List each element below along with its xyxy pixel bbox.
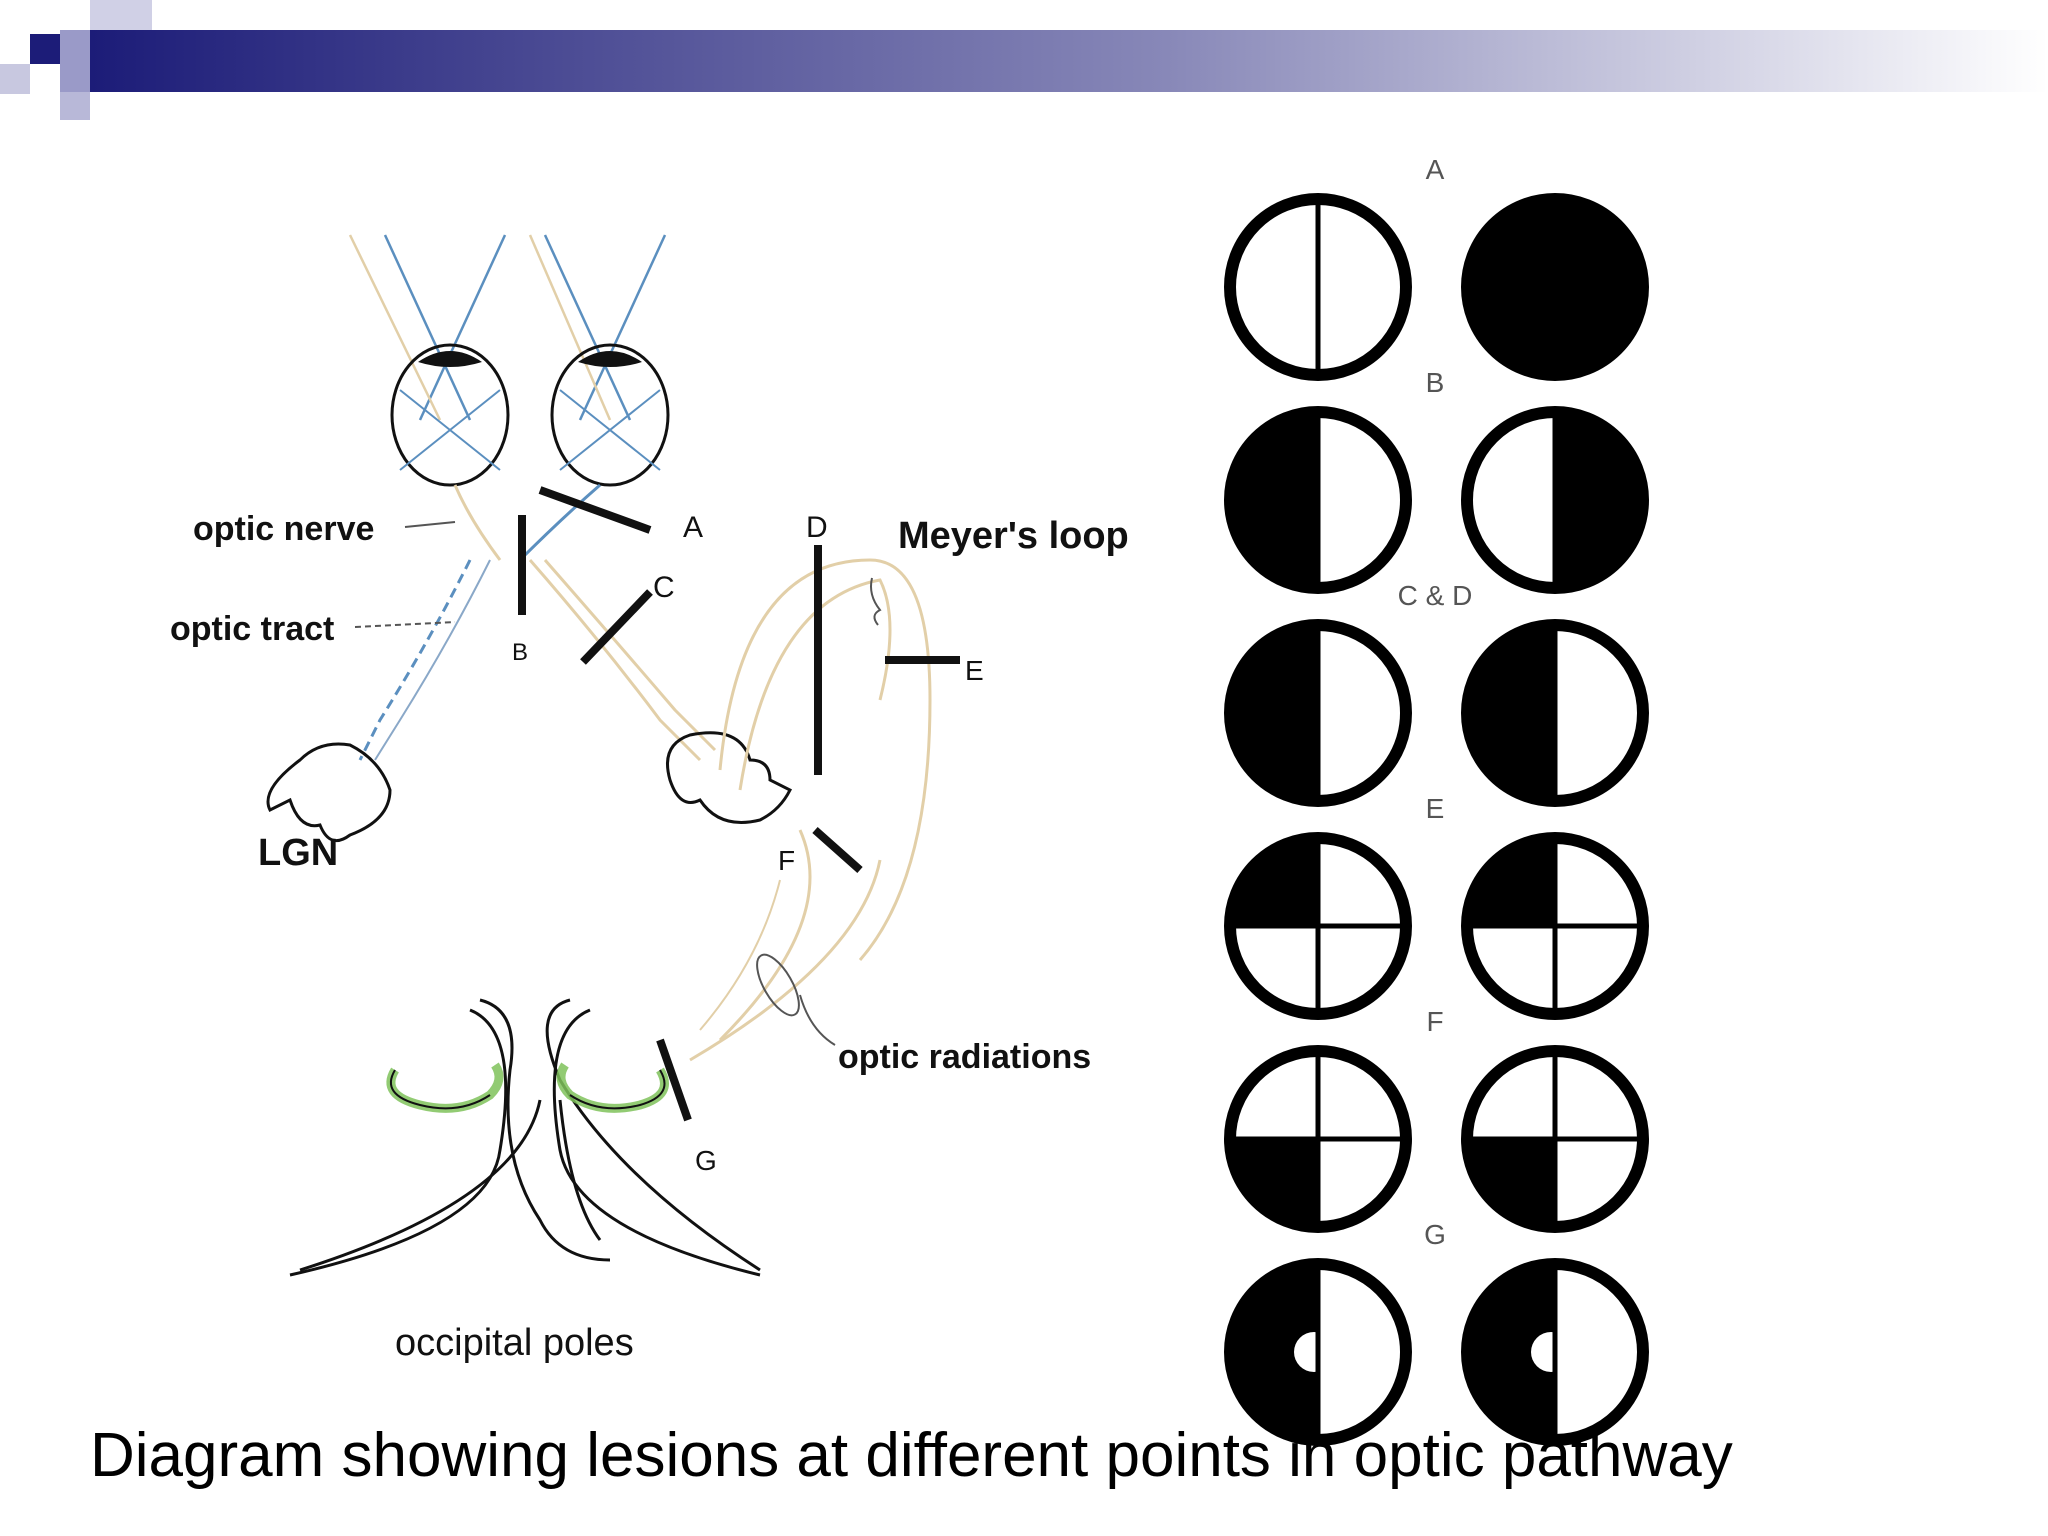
left-optic-tract [358, 559, 472, 761]
left-optic-tract-2 [374, 559, 491, 761]
meyers-loop-inner [738, 578, 892, 791]
field-circle-right-3 [1461, 832, 1649, 1020]
optic-radiation-mid [699, 879, 781, 1031]
optic-radiation-lower [689, 859, 882, 1062]
visual-ray-blue [578, 234, 667, 421]
meyers-loop-pointer [870, 577, 882, 626]
header-square-mid [60, 30, 90, 92]
lesion-label-e: E [965, 655, 984, 686]
left-eye-lens [418, 351, 482, 367]
visual-field-defects: A B C & D E F G [1224, 154, 1649, 1446]
occipital-left-sulcus [289, 1008, 508, 1277]
header-square-light [60, 92, 90, 120]
right-optic-tract-2 [543, 559, 717, 752]
right-eye [550, 343, 670, 487]
lesion-label-g: G [695, 1145, 717, 1176]
field-circle-left-1 [1224, 406, 1412, 594]
macular-sparing [1531, 1332, 1571, 1372]
field-row-label: B [1426, 367, 1445, 398]
label-optic-nerve: optic nerve [193, 510, 374, 548]
visual-ray-tan [348, 234, 442, 421]
field-row-label: G [1424, 1219, 1446, 1250]
lesion-c-mark [580, 589, 653, 665]
right-lgn [666, 731, 793, 824]
lesion-f-mark [812, 827, 863, 873]
optic-tract-pointer [354, 621, 456, 628]
field-circle-left-3 [1224, 832, 1412, 1020]
lesion-label-b: B [512, 639, 528, 666]
label-occipital-poles: occipital poles [395, 1322, 634, 1364]
lesion-label-a: A [683, 511, 703, 544]
macular-sparing [1294, 1332, 1334, 1372]
field-circle-right-2 [1461, 619, 1649, 807]
left-optic-nerve-path [453, 484, 502, 561]
occipital-left-hemisphere [299, 998, 611, 1272]
lesion-label-f: F [778, 845, 795, 876]
slide-header-bar [0, 0, 2048, 120]
optic-radiation-upper [718, 829, 812, 1042]
meyers-loop [718, 558, 932, 961]
label-optic-radiations: optic radiations [838, 1038, 1091, 1076]
occipital-right-calcarine-outline [569, 1069, 666, 1110]
occipital-left-calcarine-outline [389, 1069, 491, 1110]
lesion-a-mark [538, 486, 652, 534]
field-row-label: E [1426, 793, 1445, 824]
field-circle-right-1 [1461, 406, 1649, 594]
field-row-label: C & D [1398, 580, 1473, 611]
label-lgn: LGN [258, 832, 338, 874]
label-optic-tract: optic tract [170, 610, 334, 648]
occipital-right-hemisphere [545, 998, 761, 1272]
field-circle-right-4 [1461, 1045, 1649, 1233]
field-blind-area [1467, 199, 1643, 375]
field-blind-area [1230, 625, 1318, 801]
field-row-label: F [1426, 1006, 1443, 1037]
visual-ray-blue [543, 234, 632, 421]
visual-ray-tan [528, 234, 612, 421]
field-blind-area [1467, 625, 1555, 801]
left-eye-inner-rays [399, 389, 501, 471]
lesion-label-c: C [653, 571, 675, 604]
field-outline [1461, 193, 1649, 381]
field-blind-area [1230, 1264, 1318, 1440]
lesion-label-d: D [806, 511, 828, 544]
field-blind-area [1467, 1139, 1555, 1227]
field-circle-left-0 [1224, 193, 1412, 381]
radiations-pointer [799, 994, 836, 1046]
pathway-anatomy: optic nerve optic tract LGN Meyer's loop… [170, 234, 1129, 1364]
header-square-dark [30, 34, 60, 64]
slide-caption: Diagram showing lesions at different poi… [90, 1421, 1733, 1490]
field-blind-area [1467, 838, 1555, 926]
field-circle-right-5 [1461, 1258, 1649, 1446]
optic-nerve-pointer [404, 521, 456, 528]
field-circle-left-2 [1224, 619, 1412, 807]
occipital-right-sulcus [552, 1008, 761, 1277]
field-circle-right-0 [1461, 193, 1649, 381]
field-blind-area [1230, 838, 1318, 926]
header-gradient [90, 30, 2048, 92]
label-meyers-loop: Meyer's loop [898, 515, 1129, 557]
field-blind-area [1230, 412, 1318, 588]
header-square-light [0, 64, 30, 94]
left-eye [390, 343, 510, 487]
right-eye-inner-rays [559, 389, 661, 471]
right-eye-lens [578, 351, 642, 367]
visual-ray-blue [418, 234, 507, 421]
field-blind-area [1467, 1264, 1555, 1440]
header-square-light [90, 0, 152, 30]
field-circle-left-4 [1224, 1045, 1412, 1233]
field-circle-left-5 [1224, 1258, 1412, 1446]
visual-ray-blue [383, 234, 472, 421]
lesion-g-mark [656, 1038, 692, 1122]
field-row-label: A [1426, 154, 1445, 185]
radiation-cross-section [756, 953, 800, 1017]
right-optic-nerve-path [518, 483, 601, 562]
field-blind-area [1230, 1139, 1318, 1227]
field-blind-area [1555, 412, 1643, 588]
left-lgn [266, 742, 392, 843]
